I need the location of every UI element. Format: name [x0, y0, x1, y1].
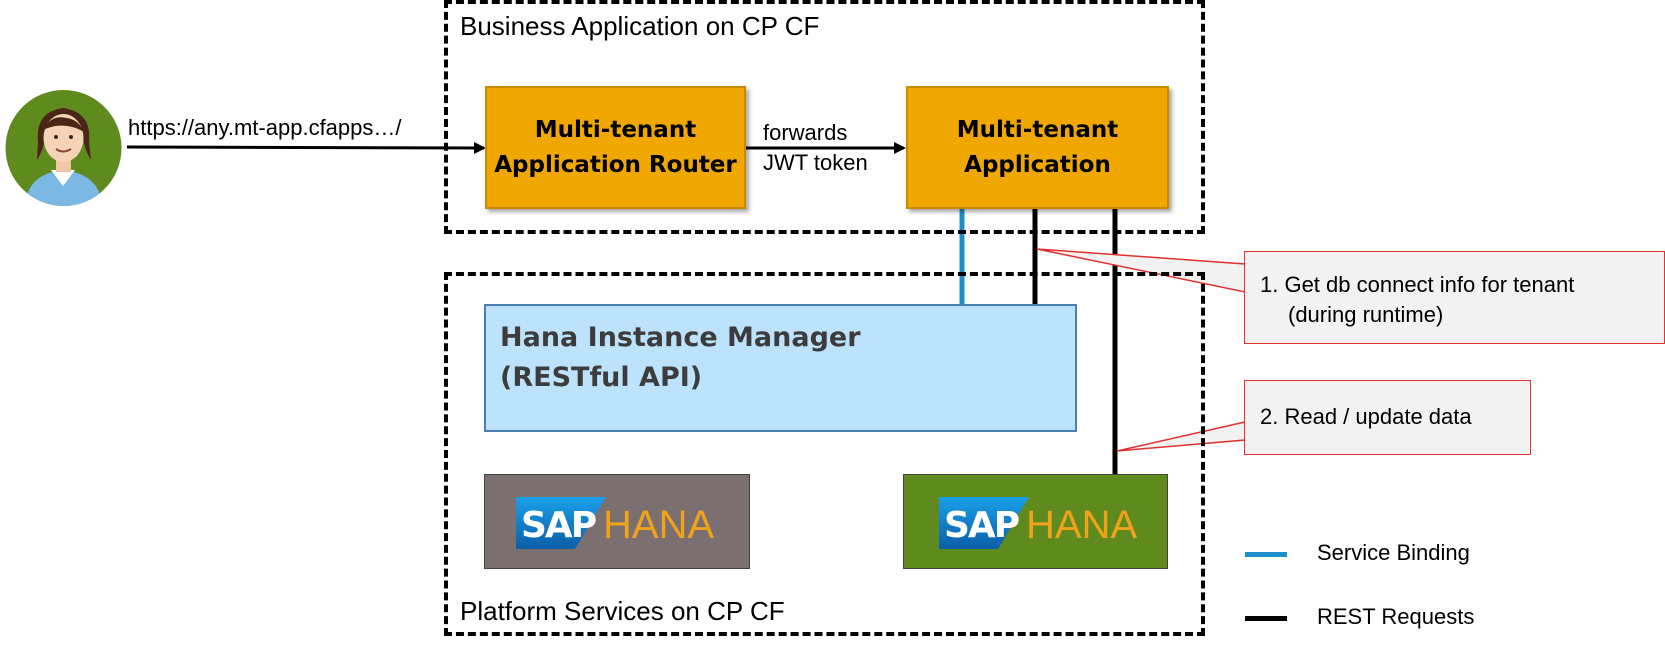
url-arrow: [126, 141, 486, 154]
app-router-line2: Application Router: [494, 151, 737, 178]
legend-service-binding-swatch: [1245, 552, 1287, 557]
callout-1-line2: (during runtime): [1288, 302, 1444, 327]
request-url-label: https://any.mt-app.cfapps…/: [128, 115, 402, 140]
mt-application-box: Multi-tenant Application: [906, 86, 1169, 209]
business-app-region-label: Business Application on CP CF: [460, 11, 820, 41]
hana-db-unassigned: SAP HANA: [484, 474, 750, 569]
instance-manager-line2: (RESTful API): [500, 362, 703, 393]
sap-hana-logo: SAP HANA: [516, 497, 714, 549]
platform-services-region: [444, 272, 1205, 636]
app-router-line1: Multi-tenant: [534, 116, 697, 143]
instance-manager-line1: Hana Instance Manager: [500, 322, 861, 353]
hana-logo-text: HANA: [603, 503, 714, 547]
forward-label-line2: JWT token: [763, 150, 868, 175]
mt-application-line2: Application: [964, 151, 1111, 178]
callout-2-line1: 2. Read / update data: [1260, 404, 1472, 429]
legend-service-binding-label: Service Binding: [1317, 540, 1470, 565]
callout-1-line1: 1. Get db connect info for tenant: [1260, 272, 1575, 297]
forward-label-line1: forwards: [763, 120, 848, 145]
person-icon: [5, 90, 122, 206]
legend-rest-requests-swatch: [1245, 616, 1287, 621]
user-avatar: [5, 90, 122, 206]
hana-db-tenant: SAP HANA: [903, 474, 1168, 569]
sap-logo-text: SAP: [521, 505, 596, 546]
callout-get-db-info: 1. Get db connect info for tenant (durin…: [1244, 251, 1665, 344]
hana-instance-manager-box: Hana Instance Manager (RESTful API): [484, 304, 1077, 432]
callout-read-update: 2. Read / update data: [1244, 380, 1531, 455]
app-router-box: Multi-tenant Application Router: [485, 86, 746, 209]
mt-application-line1: Multi-tenant: [956, 116, 1119, 143]
sap-logo-text: SAP: [944, 505, 1019, 546]
platform-services-region-label: Platform Services on CP CF: [460, 596, 785, 626]
sap-hana-logo: SAP HANA: [939, 497, 1137, 549]
business-app-region: [444, 0, 1205, 234]
hana-logo-text: HANA: [1026, 503, 1137, 547]
legend-rest-requests-label: REST Requests: [1317, 604, 1475, 629]
forward-label: forwards JWT token: [763, 118, 868, 178]
